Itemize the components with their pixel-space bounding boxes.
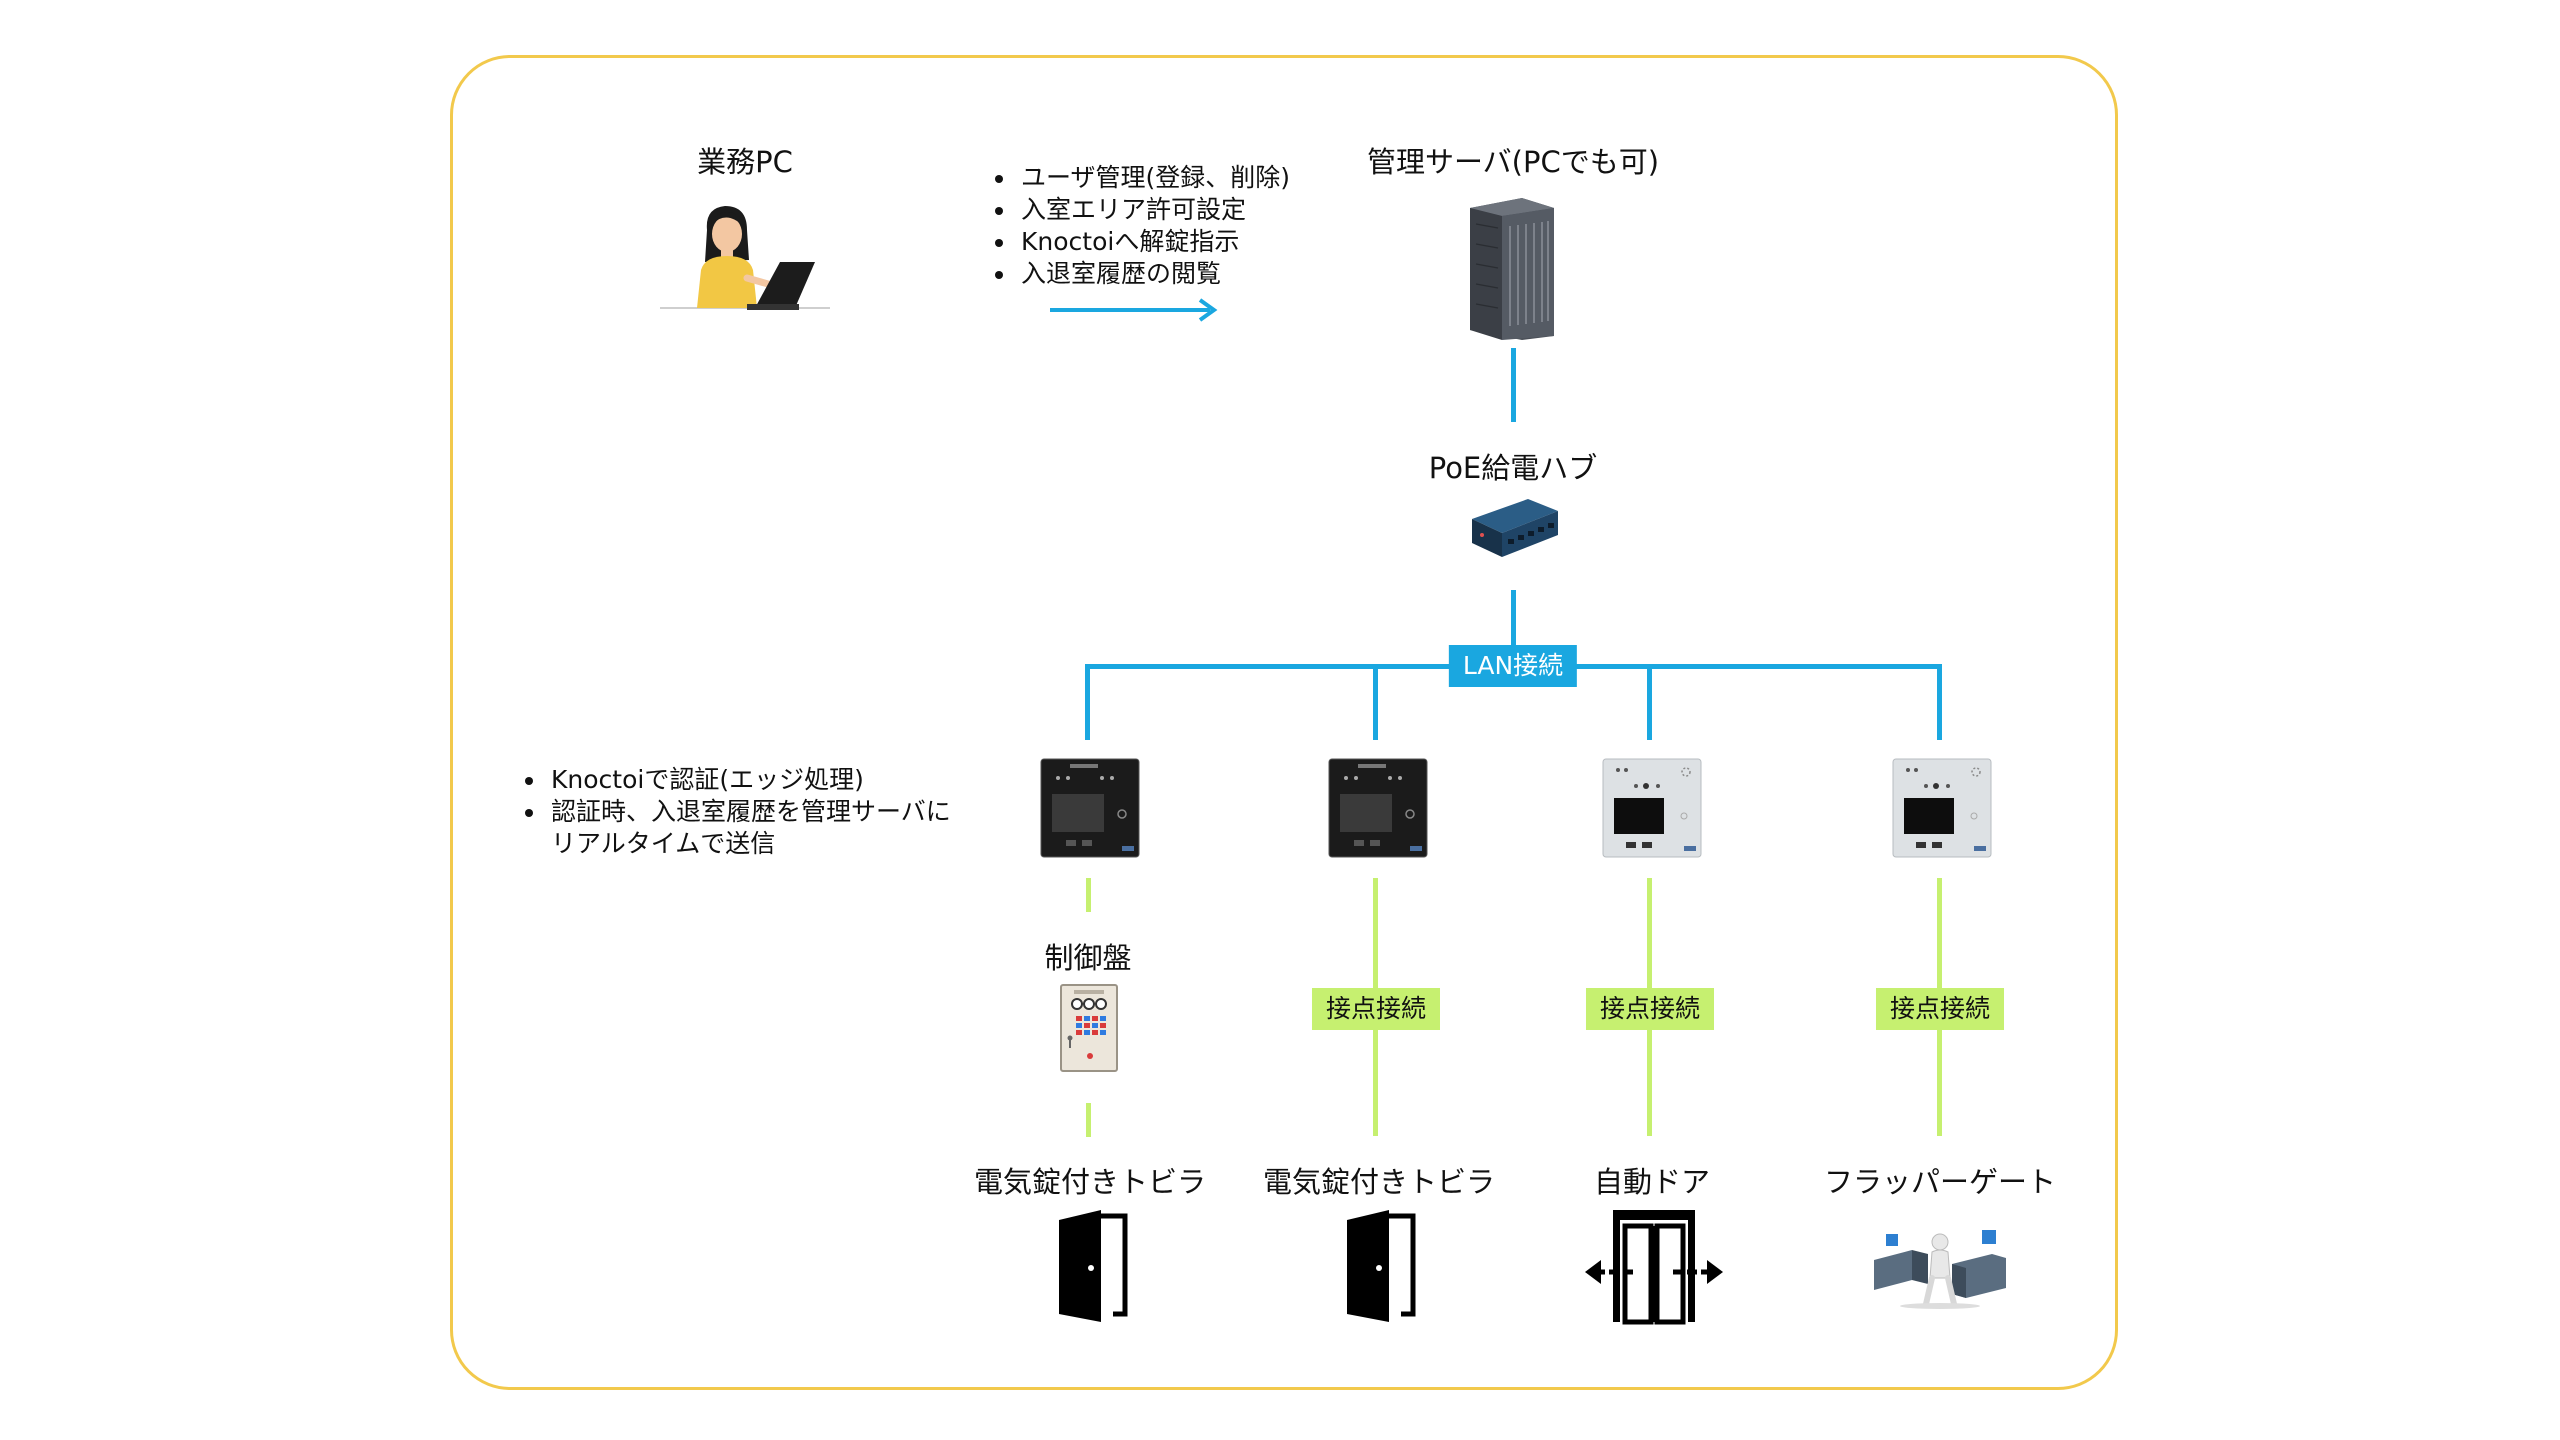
auto-door-label: 自動ドア bbox=[1593, 1165, 1711, 1199]
diagram-frame bbox=[450, 55, 2118, 1390]
lan-drop-4 bbox=[1937, 664, 1942, 740]
panel-lower-line bbox=[1086, 1103, 1091, 1137]
automatic-door-icon bbox=[1585, 1210, 1723, 1325]
hub-lan-line bbox=[1511, 590, 1516, 670]
poe-hub-label: PoE給電ハブ bbox=[1428, 451, 1598, 485]
pc-functions-list: ユーザ管理(登録、削除) 入室エリア許可設定 Knoctoiへ解錠指示 入退室履… bbox=[993, 162, 1290, 290]
lan-drop-1 bbox=[1085, 664, 1090, 740]
device-function-item: リアルタイムで送信 bbox=[551, 829, 776, 858]
door1-label: 電気錠付きトビラ bbox=[973, 1165, 1207, 1199]
server-hub-line bbox=[1511, 348, 1516, 422]
contact-connection-tag: 接点接続 bbox=[1875, 988, 2005, 1030]
lan-connection-tag: LAN接続 bbox=[1448, 645, 1578, 687]
flapper-gate-label: フラッパーゲート bbox=[1823, 1165, 2057, 1199]
contact-connection-tag: 接点接続 bbox=[1311, 988, 1441, 1030]
contact-connection-tag: 接点接続 bbox=[1585, 988, 1715, 1030]
door2-label: 電気錠付きトビラ bbox=[1262, 1165, 1496, 1199]
pc-function-item: Knoctoiへ解錠指示 bbox=[1017, 226, 1290, 258]
knoctoi-terminal-light-icon bbox=[1892, 758, 1992, 858]
door-icon bbox=[1347, 1210, 1416, 1322]
mgmt-server-label: 管理サーバ(PCでも可) bbox=[1366, 145, 1660, 179]
panel-upper-line bbox=[1086, 878, 1091, 912]
control-panel-label: 制御盤 bbox=[1044, 941, 1132, 975]
knoctoi-terminal-light-icon bbox=[1602, 758, 1702, 858]
device-functions-list: Knoctoiで認証(エッジ処理) 認証時、入退室履歴を管理サーバに リアルタイ… bbox=[523, 764, 951, 860]
person-laptop-icon bbox=[660, 206, 830, 310]
device-function-item: Knoctoiで認証(エッジ処理) bbox=[547, 764, 951, 796]
device-function-item: 認証時、入退室履歴を管理サーバに bbox=[547, 796, 951, 828]
lan-drop-3 bbox=[1647, 664, 1652, 740]
flapper-gate-icon bbox=[1874, 1230, 2006, 1309]
arrow-right-icon bbox=[1050, 298, 1218, 322]
control-panel-icon bbox=[1060, 984, 1118, 1072]
pc-function-item: 入退室履歴の閲覧 bbox=[1017, 258, 1290, 290]
knoctoi-terminal-dark-icon bbox=[1040, 758, 1140, 858]
knoctoi-terminal-dark-icon bbox=[1328, 758, 1428, 858]
network-switch-icon bbox=[1472, 499, 1558, 557]
pc-function-item: ユーザ管理(登録、削除) bbox=[1017, 162, 1290, 194]
lan-drop-2 bbox=[1373, 664, 1378, 740]
pc-function-item: 入室エリア許可設定 bbox=[1017, 194, 1290, 226]
server-rack-icon bbox=[1470, 198, 1554, 340]
business-pc-label: 業務PC bbox=[697, 145, 793, 179]
door-icon bbox=[1059, 1210, 1128, 1322]
